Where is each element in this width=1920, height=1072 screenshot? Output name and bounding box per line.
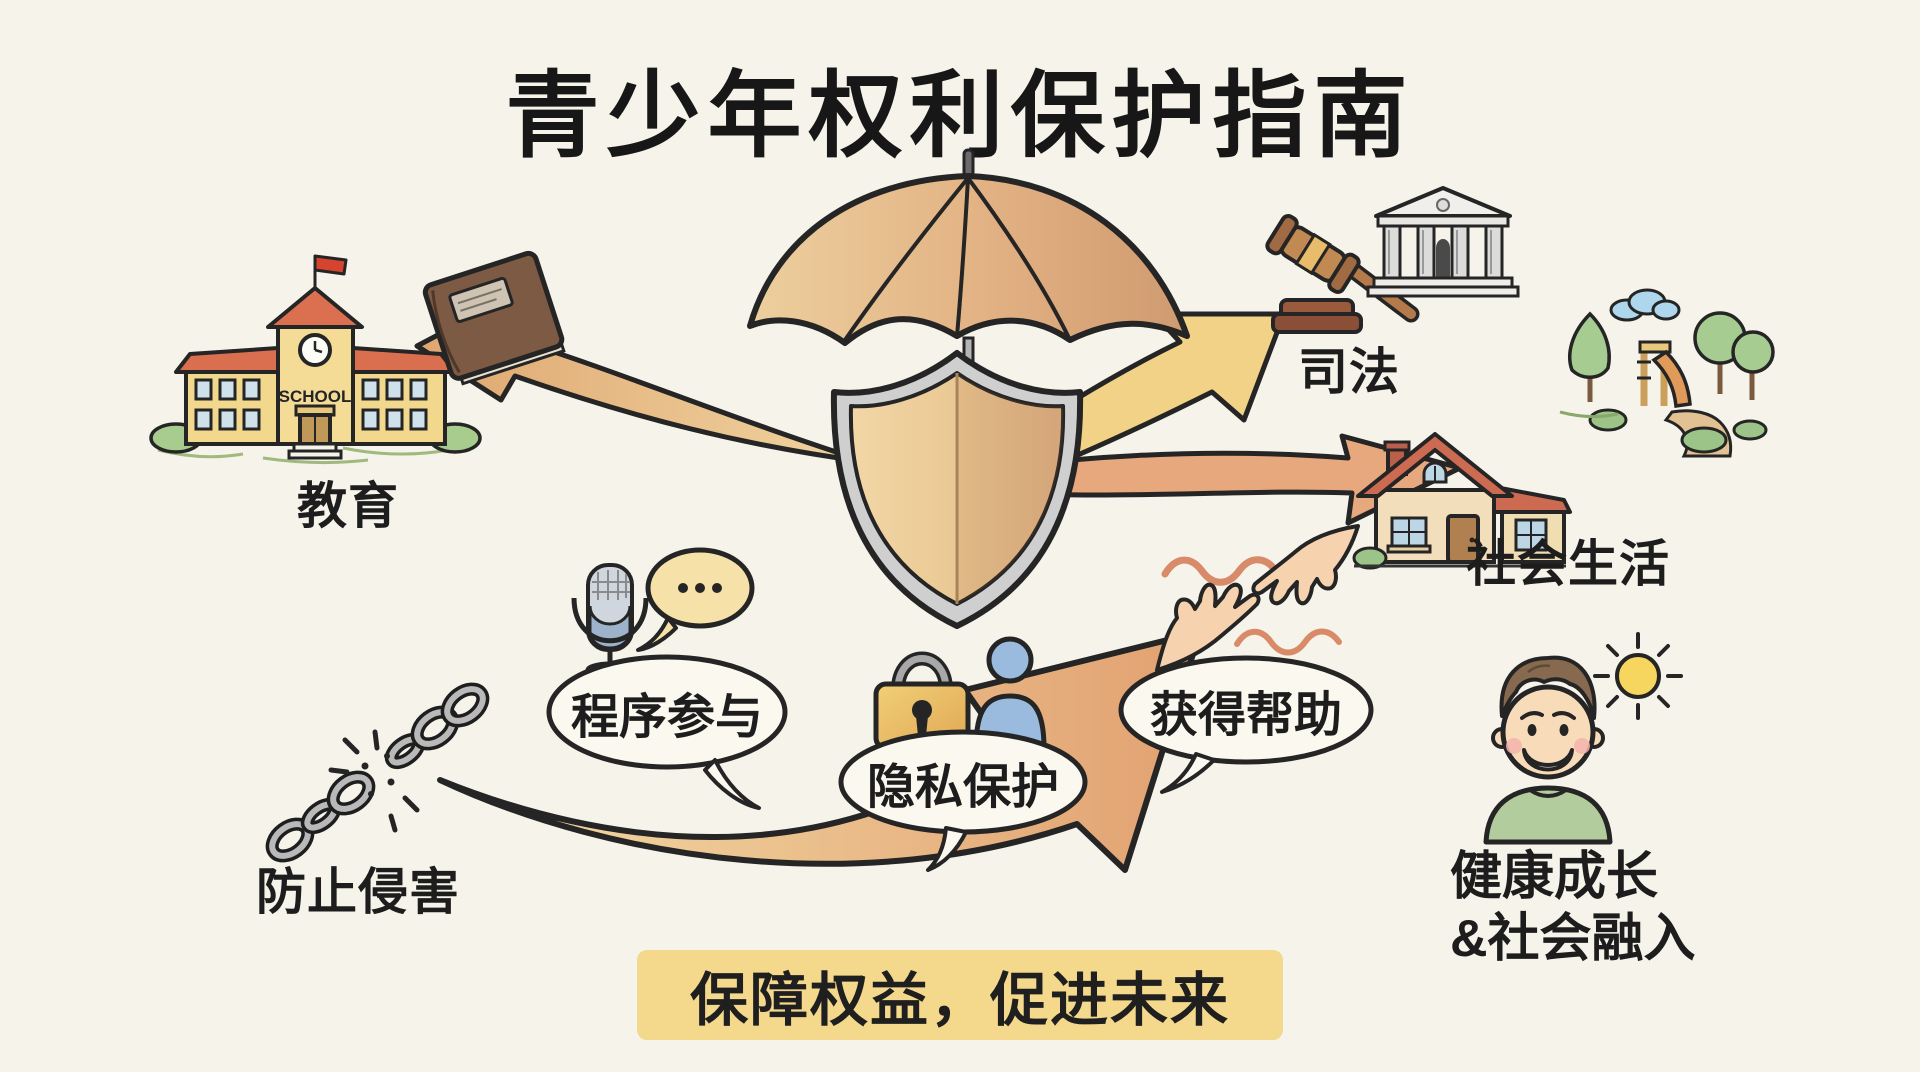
person-icon [986, 636, 1034, 684]
label-justice: 司法 [1298, 344, 1400, 400]
smiling-boy-icon [1468, 620, 1708, 850]
label-social-life: 社会生活 [1466, 536, 1670, 592]
label-get-help: 获得帮助 [1149, 689, 1343, 742]
label-procedure-participation: 程序参与 [570, 691, 764, 744]
playground-icon [1552, 262, 1792, 462]
house-icon [1352, 420, 1572, 572]
label-prevent-harm: 防止侵害 [256, 864, 460, 920]
label-healthy-growth-line1: 健康成长 [1450, 848, 1659, 906]
label-privacy-protection: 隐私保护 [866, 761, 1060, 814]
privacy-bubble [838, 729, 1093, 880]
courthouse-icon [1366, 182, 1520, 307]
sun-icon [1593, 632, 1683, 720]
book-icon [415, 248, 580, 398]
bottom-banner: 保障权益，促进未来 [637, 950, 1283, 1040]
broken-chain-icon [245, 648, 505, 878]
umbrella-shield-icon [735, 148, 1205, 648]
page-title: 青少年权利保护指南 [505, 63, 1415, 168]
procedure-bubble [545, 652, 795, 817]
label-healthy-growth: 健康成长 &社会融入 [1450, 846, 1696, 970]
school-sign-text: SCHOOL [279, 387, 352, 406]
label-healthy-growth-line2: &社会融入 [1450, 910, 1696, 968]
help-bubble [1118, 652, 1378, 802]
school-building-icon: SCHOOL [148, 242, 483, 467]
helping-hands-icon [1155, 522, 1360, 672]
label-education: 教育 [297, 478, 399, 534]
